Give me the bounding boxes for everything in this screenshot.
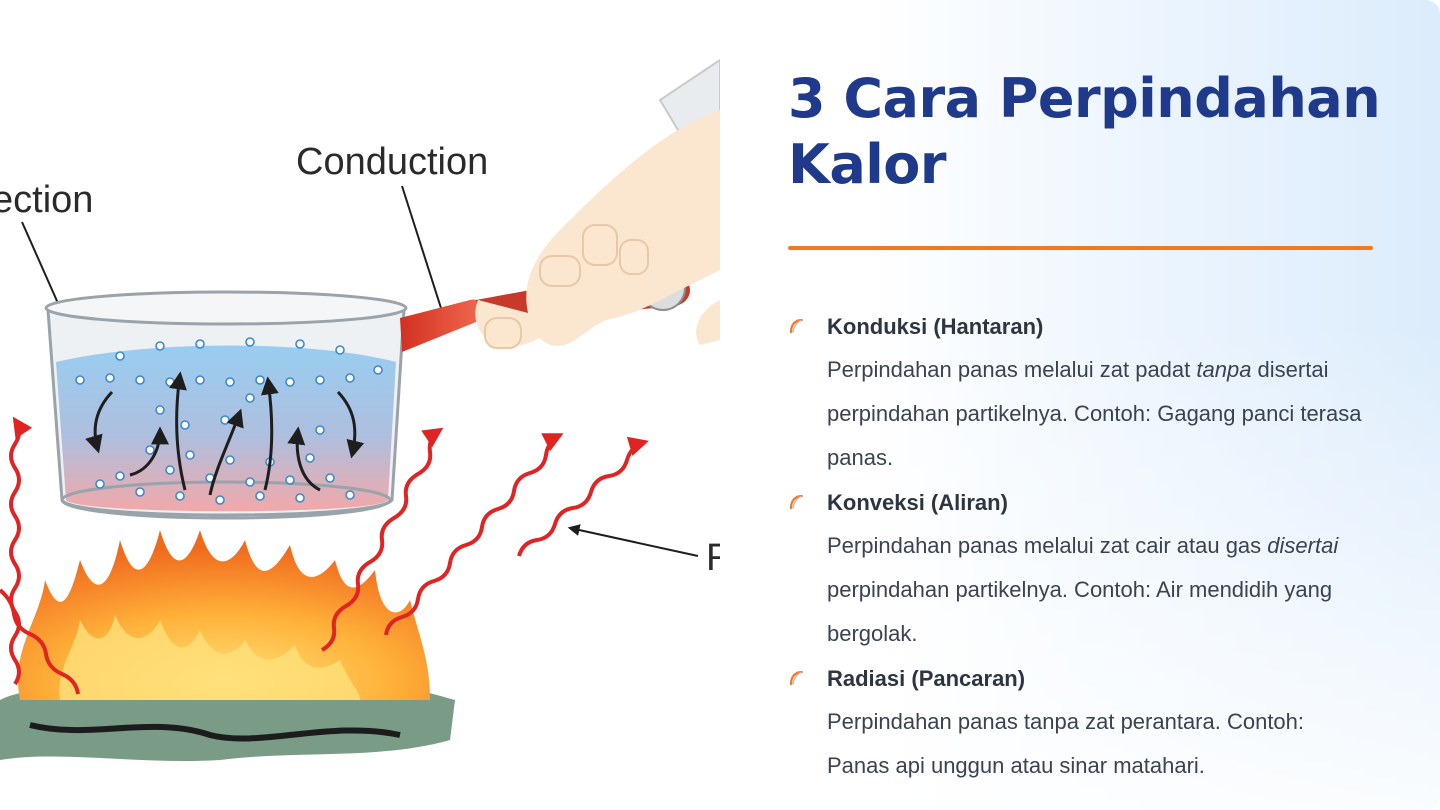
item-description: Perpindahan panas melalui zat cair atau …	[827, 524, 1372, 656]
item-title: Radiasi (Pancaran)	[827, 666, 1026, 691]
desc-text: perpindahan partikelnya. Contoh: Air men…	[827, 577, 1333, 646]
background-fade	[720, 0, 1440, 810]
item-title: Konveksi (Aliran)	[827, 490, 1008, 515]
content-panel: 3 Cara Perpindahan Kalor Konduksi (Hanta…	[788, 66, 1388, 778]
desc-text: Perpindahan panas melalui zat padat	[827, 357, 1197, 382]
bullet-icon	[789, 318, 804, 334]
desc-text: Perpindahan panas melalui zat cair atau …	[827, 533, 1268, 558]
list-item-radiasi: Radiasi (Pancaran) Perpindahan panas tan…	[788, 664, 1388, 788]
heat-transfer-illustration: Conduction ection R	[0, 58, 720, 762]
desc-text: disertai perpindahan partikelnya. Contoh…	[827, 357, 1362, 470]
item-title: Konduksi (Hantaran)	[827, 314, 1044, 339]
bullet-icon	[789, 670, 804, 686]
convection-label: ection	[0, 179, 93, 221]
pot-on-fire-image: Conduction ection R	[0, 58, 720, 762]
title-divider	[788, 246, 1373, 250]
desc-emphasis: tanpa	[1196, 357, 1252, 382]
page-title: 3 Cara Perpindahan Kalor	[788, 66, 1388, 198]
item-description: Perpindahan panas tanpa zat perantara. C…	[827, 700, 1372, 788]
list-item-konveksi: Konveksi (Aliran) Perpindahan panas mela…	[788, 488, 1388, 656]
item-description: Perpindahan panas melalui zat padat tanp…	[827, 348, 1372, 480]
title-line-2: Kalor	[788, 133, 947, 196]
bullet-icon	[789, 494, 804, 510]
list-item-konduksi: Konduksi (Hantaran) Perpindahan panas me…	[788, 312, 1388, 480]
radiation-label: R	[706, 537, 720, 579]
title-line-1: 3 Cara Perpindahan	[788, 67, 1381, 130]
heat-transfer-list: Konduksi (Hantaran) Perpindahan panas me…	[788, 312, 1388, 796]
desc-text: Perpindahan panas tanpa zat perantara. C…	[827, 709, 1305, 778]
desc-emphasis: disertai	[1267, 533, 1339, 558]
conduction-label: Conduction	[296, 141, 488, 183]
